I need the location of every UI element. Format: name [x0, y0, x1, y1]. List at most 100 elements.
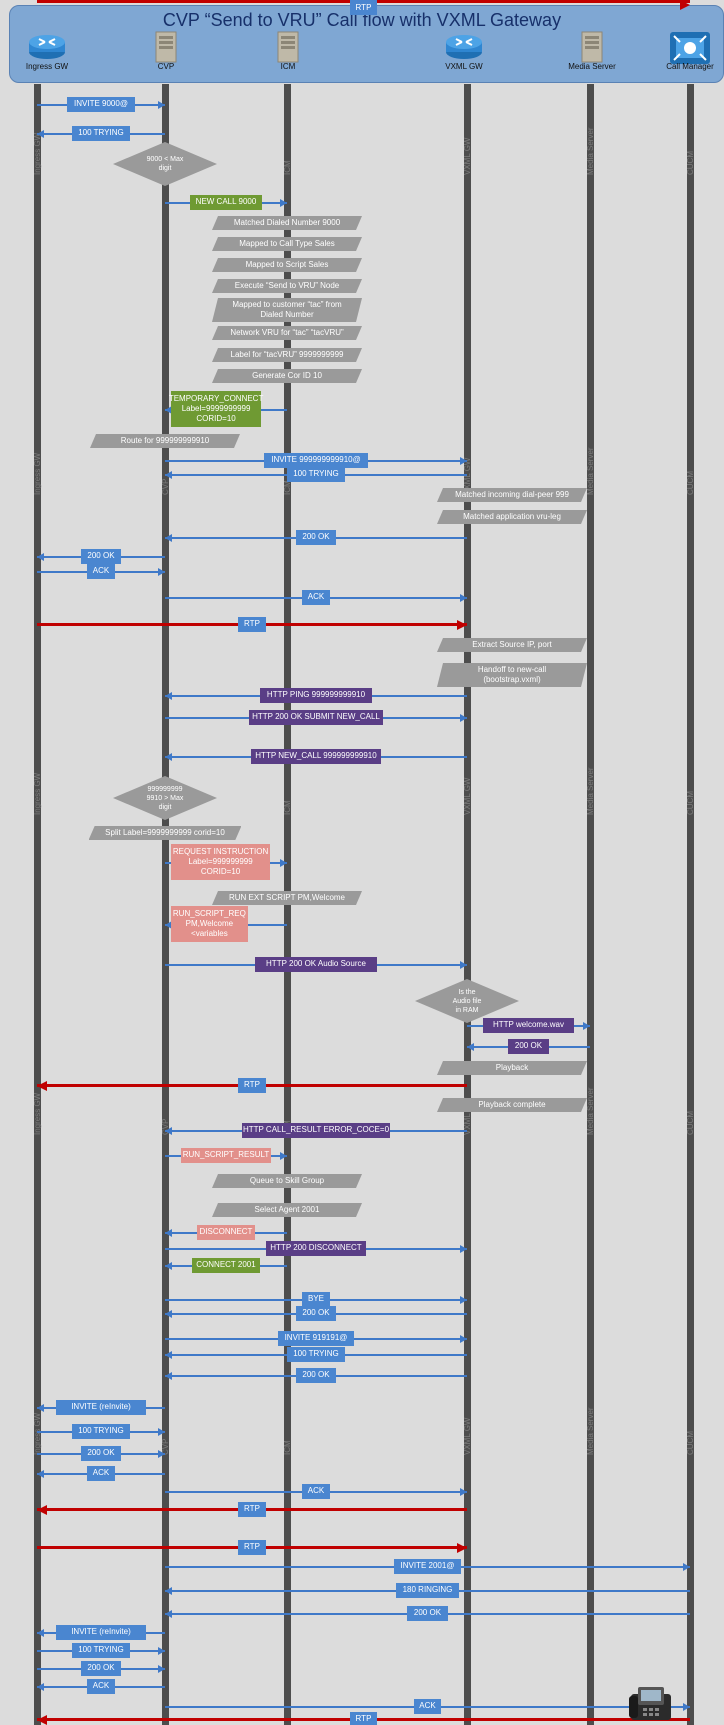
diagram-title: CVP “Send to VRU” Call flow with VXML Ga… [162, 10, 562, 30]
msg-label-ack: ACK [302, 589, 330, 605]
note-extract-source-ip-port: Extract Source IP, port [437, 638, 587, 652]
lifeline-watermark: Media Server [586, 447, 595, 495]
arrow-head [158, 1450, 165, 1458]
lifeline-watermark: CUCM [686, 791, 695, 815]
arrow-head [683, 1563, 690, 1571]
msg-label-100-trying: 100 TRYING [71, 1423, 131, 1439]
lifeline-watermark: VXML GW [463, 777, 472, 815]
arrow-head [158, 1665, 165, 1673]
msg-label-disconnect: DISCONNECT [196, 1224, 256, 1240]
arrow-head [280, 199, 287, 207]
arrow-head [165, 692, 172, 700]
arrow-head [680, 0, 690, 10]
msg-label-ack: ACK [413, 1698, 442, 1714]
arrow-head [158, 101, 165, 109]
arrow-head [165, 406, 172, 414]
arrow-head [158, 1428, 165, 1436]
msg-label-temporary-connect-label-999999: TEMPORARY_CONNECT Label=9999999999 CORID… [169, 391, 263, 427]
msg-label-rtp: RTP [349, 0, 378, 15]
note-mapped-to-customer-tac-from-di: Mapped to customer “tac” from Dialed Num… [212, 298, 362, 322]
lifeline-watermark: VXML GW [463, 137, 472, 175]
msg-label-100-trying: 100 TRYING [71, 125, 131, 141]
msg-label-200-ok: 200 OK [80, 548, 122, 564]
note-matched-dialed-number-9000: Matched Dialed Number 9000 [212, 216, 362, 230]
server-icon [121, 30, 211, 64]
note-generate-cor-id-10: Generate Cor ID 10 [212, 369, 362, 383]
actor-label: ICM [280, 62, 296, 71]
arrow-head [37, 1505, 47, 1515]
actor-label: Media Server [568, 62, 616, 71]
note-matched-incoming-dial-peer-999: Matched incoming dial-peer 999 [437, 488, 587, 502]
arrow-head [460, 714, 467, 722]
note-queue-to-skill-group: Queue to Skill Group [212, 1174, 362, 1188]
router-icon [419, 30, 509, 64]
arrow-head [165, 753, 172, 761]
note-label-for-tacvru-9999999999: Label for “tacVRU” 9999999999 [212, 348, 362, 362]
arrow-head [460, 1245, 467, 1253]
note-playback-complete: Playback complete [437, 1098, 587, 1112]
actor-label: CVP [157, 62, 175, 71]
msg-label-200-ok: 200 OK [295, 1305, 337, 1321]
arrow-head [165, 1262, 172, 1270]
actor-call-manager: Call Manager [645, 0, 724, 80]
arrow-head [158, 568, 165, 576]
arrow-head [460, 1296, 467, 1304]
msg-label-invite-2001: INVITE 2001@ [393, 1558, 462, 1574]
actor-cvp: CVP [121, 0, 211, 80]
arrow-head [165, 921, 172, 929]
note-select-agent-2001: Select Agent 2001 [212, 1203, 362, 1217]
note-mapped-to-call-type-sales: Mapped to Call Type Sales [212, 237, 362, 251]
actor-label: Call Manager [666, 62, 714, 71]
decision-diamond: 999999999 9910 > Max digit [113, 776, 217, 820]
msg-label-180-ringing: 180 RINGING [395, 1582, 460, 1598]
actor-media-server: Media Server [547, 0, 637, 80]
arrow-head [460, 1488, 467, 1496]
msg-label-ack: ACK [87, 563, 115, 579]
lifeline-watermark: CUCM [686, 471, 695, 495]
lifeline-watermark: Media Server [586, 767, 595, 815]
msg-label-invite-reinvite: INVITE (reInvite) [55, 1399, 147, 1415]
arrow-head [37, 1715, 47, 1725]
msg-label-rtp: RTP [349, 1711, 378, 1725]
msg-label-invite-999999999910: INVITE 999999999910@ [264, 452, 368, 468]
msg-label-100-trying: 100 TRYING [71, 1642, 131, 1658]
msg-label-run-script-result: RUN_SCRIPT_RESULT [180, 1147, 272, 1163]
actor-ingress-gw: Ingress GW [2, 0, 92, 80]
lifeline-watermark: ICM [283, 1440, 292, 1455]
lifeline-watermark: Ingress GW [33, 132, 42, 175]
msg-label-rtp: RTP [238, 1077, 266, 1093]
arrow-head [37, 1629, 44, 1637]
actor-vxml-gw: VXML GW [419, 0, 509, 80]
lifeline-ingress-gw [34, 84, 41, 1725]
msg-label-http-call-result-error-coce-0: HTTP CALL_RESULT ERROR_COCE=0 [241, 1122, 391, 1138]
msg-label-200-ok: 200 OK [295, 529, 337, 545]
msg-label-ack: ACK [87, 1465, 115, 1481]
ip-phone-icon [629, 1687, 671, 1720]
note-mapped-to-script-sales: Mapped to Script Sales [212, 258, 362, 272]
lifeline-cvp [162, 84, 169, 1725]
arrow-head [460, 594, 467, 602]
lifeline-watermark: Media Server [586, 127, 595, 175]
note-split-label-9999999999-corid-1: Split Label=9999999999 corid=10 [88, 826, 242, 840]
lifeline-media-server [587, 84, 594, 1725]
msg-label-http-200-disconnect: HTTP 200 DISCONNECT [266, 1240, 366, 1256]
arrow-head [37, 1081, 47, 1091]
lifeline-cucm [687, 84, 694, 1725]
arrow-head [158, 1647, 165, 1655]
note-route-for-999999999910: Route for 999999999910 [90, 434, 240, 448]
arrow-head [165, 1351, 172, 1359]
note-run-ext-script-pm-welcome: RUN EXT SCRIPT PM,Welcome [212, 891, 362, 905]
lifeline-watermark: CUCM [686, 1111, 695, 1135]
msg-label-run-script-req-pm-welcome-vari: RUN_SCRIPT_REQ PM,Welcome <variables [171, 906, 248, 942]
msg-label-invite-9000: INVITE 9000@ [67, 96, 135, 112]
arrow-head [467, 1043, 474, 1051]
lifeline-watermark: Ingress GW [33, 1092, 42, 1135]
lifeline-watermark: CVP [161, 478, 170, 495]
msg-label-http-new-call-999999999910: HTTP NEW_CALL 999999999910 [250, 748, 382, 764]
decision-diamond: Is the Audio file in RAM [415, 979, 519, 1023]
arrow-head [280, 1152, 287, 1160]
lifeline-watermark: ICM [283, 800, 292, 815]
msg-label-200-ok: 200 OK [295, 1367, 337, 1383]
arrow-head [165, 1587, 172, 1595]
msg-label-connect-2001: CONNECT 2001 [192, 1257, 260, 1273]
